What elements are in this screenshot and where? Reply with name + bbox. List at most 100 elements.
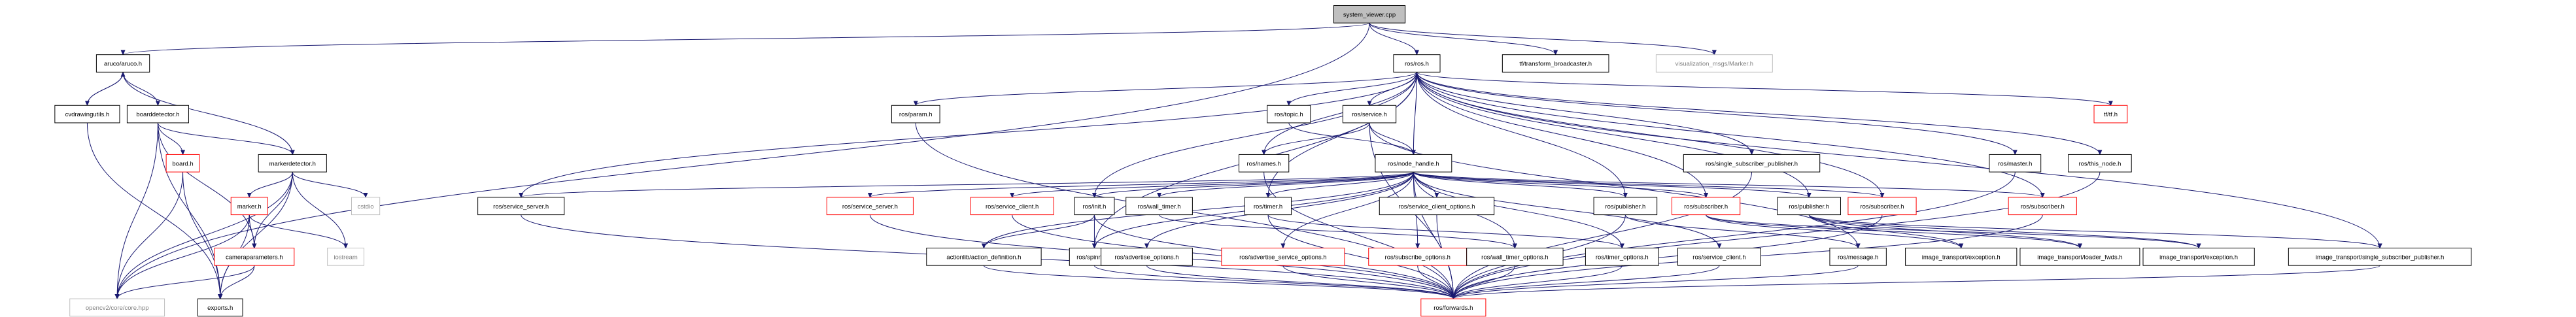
node-ros-service-client-options[interactable]: ros/service_client_options.h [1379,197,1495,216]
node-box [1125,197,1193,216]
edge-ros_service-to-ros_names [1262,122,1370,156]
node-label: image_transport/loader_fwds.h [2037,254,2122,261]
node-box [891,105,940,124]
node-ros-this-node[interactable]: ros/this_node.h [2068,154,2132,173]
node-board[interactable]: board.h [165,154,200,173]
node-label: marker.h [237,203,262,210]
node-box [2019,248,2140,266]
node-it-single-sub-pub[interactable]: image_transport/single_subscriber_publis… [2288,248,2472,266]
node-it-loader-fwds[interactable]: image_transport/loader_fwds.h [2019,248,2140,266]
node-box [1683,154,1821,173]
node-ros-names[interactable]: ros/names.h [1239,154,1290,173]
node-ros-param[interactable]: ros/param.h [891,105,940,124]
node-opencv-core[interactable]: opencv2/core/core.hpp [69,298,165,317]
edge-ros_node_handle-to-ros_publisher_b [1413,171,1812,198]
node-box [126,105,189,124]
node-ros-node-handle[interactable]: ros/node_handle.h [1375,154,1452,173]
node-actionlib-def[interactable]: actionlib/action_definition.h [926,248,1042,266]
node-label: ros/publisher.h [1789,203,1829,210]
edge-system_viewer-to-aruco [121,22,1370,56]
edge-system_viewer-to-ros_ros [1369,23,1419,56]
edge-ros_ros-to-ros_param [913,71,1417,107]
node-ros-subscriber-r[interactable]: ros/subscriber.h [1672,197,1741,216]
node-ros-service-server-r[interactable]: ros/service_server.h [826,197,914,216]
node-box [1502,54,1609,73]
edge-marker-to-cameraparameters [249,214,257,249]
node-ros-service-client[interactable]: ros/service_client.h [1677,248,1761,266]
node-ros-wall-timer-options[interactable]: ros/wall_timer_options.h [1466,248,1564,266]
edge-ros_ros-to-tf_tf [1416,71,2113,107]
node-ros-advertise-options[interactable]: ros/advertise_options.h [1101,248,1193,266]
edge-ros_ros-to-ros_topic [1286,72,1417,107]
edge-ros_ros-to-ros_publisher_b [1416,72,1812,198]
node-label: cstdio [358,203,374,210]
node-cstdio[interactable]: cstdio [351,197,381,216]
node-ros-publisher-b[interactable]: ros/publisher.h [1777,197,1841,216]
node-ros-message[interactable]: ros/message.h [1829,248,1887,266]
node-ros-ros[interactable]: ros/ros.h [1393,54,1441,73]
node-boarddetector[interactable]: boarddetector.h [126,105,189,124]
node-iostream[interactable]: iostream [327,248,365,266]
node-cvdrawingutils[interactable]: cvdrawingutils.h [54,105,120,124]
node-label: opencv2/core/core.hpp [86,305,149,312]
node-box [970,197,1054,216]
node-ros-subscribe-options[interactable]: ros/subscribe_options.h [1368,248,1468,266]
node-box [1368,248,1468,266]
node-exports[interactable]: exports.h [197,298,243,317]
node-label: image_transport/single_subscriber_publis… [2316,254,2444,261]
edge-cameraparameters-to-opencv_core [114,265,255,300]
edge-ros_timer-to-ros_timer_options [1267,214,1624,249]
node-aruco[interactable]: aruco/aruco.h [95,54,150,73]
node-cameraparameters[interactable]: cameraparameters.h [214,248,295,266]
edge-system_viewer-to-tf_broadcaster [1369,22,1558,56]
node-ros-init[interactable]: ros/init.h [1074,197,1115,216]
node-ros-publisher-a[interactable]: ros/publisher.h [1593,197,1658,216]
edge-ros_spinner-to-ros_forwards [1093,265,1456,300]
node-ros-master[interactable]: ros/master.h [1989,154,2042,173]
node-ros-service[interactable]: ros/service.h [1342,105,1397,124]
node-tf-tf[interactable]: tf/tf.h [2093,105,2128,124]
node-marker[interactable]: marker.h [230,197,268,216]
node-ros-topic[interactable]: ros/topic.h [1267,105,1311,124]
node-label: exports.h [207,305,233,312]
node-ros-subscriber-r3[interactable]: ros/subscriber.h [2008,197,2077,216]
node-tf-broadcaster[interactable]: tf/transform_broadcaster.h [1502,54,1609,73]
node-ros-single-sub-pub[interactable]: ros/single_subscriber_publisher.h [1683,154,1821,173]
edge-markerdetector-to-marker [247,172,293,198]
node-box [826,197,914,216]
node-box [1333,5,1406,24]
edge-ros_service_client-to-ros_forwards [1451,265,1720,300]
node-viz-marker[interactable]: visualization_msgs/Marker.h [1655,54,1773,73]
node-ros-subscriber-r2[interactable]: ros/subscriber.h [1847,197,1917,216]
node-label: visualization_msgs/Marker.h [1675,61,1753,68]
node-ros-service-client-r[interactable]: ros/service_client.h [970,197,1054,216]
edge-actionlib_def-to-ros_forwards [983,265,1456,300]
node-ros-wall-timer[interactable]: ros/wall_timer.h [1125,197,1193,216]
edge-ros_ros-to-ros_this_node [1416,72,2103,156]
node-it-exception-b[interactable]: image_transport/exception.h [2142,248,2255,266]
node-ros-advertise-service-options[interactable]: ros/advertise_service_options.h [1221,248,1345,266]
node-system-viewer[interactable]: system_viewer.cpp [1333,5,1406,24]
node-label: markerdetector.h [269,160,316,167]
node-label: ros/subscriber.h [2021,203,2065,210]
edge-ros_ros-to-it_single_sub_pub [1416,72,2382,249]
edge-boarddetector-to-markerdetector [157,122,295,156]
node-label: cameraparameters.h [226,254,283,261]
edge-ros_ros-to-ros_subscriber_r3 [1416,72,2045,198]
edge-ros_node_handle-to-actionlib_def [982,172,1414,249]
edge-system_viewer-to-viz_marker [1369,22,1717,56]
edge-ros_wall_timer_options-to-ros_forwards [1451,265,1515,300]
edge-ros_wall_timer-to-ros_wall_timer_options [1159,214,1517,249]
node-ros-service-server[interactable]: ros/service_server.h [477,197,565,216]
node-label: ros/param.h [899,111,933,118]
edge-ros_subscriber_r-to-it_exception_b [1706,214,2201,249]
node-markerdetector[interactable]: markerdetector.h [258,154,327,173]
node-ros-forwards[interactable]: ros/forwards.h [1420,298,1486,317]
node-ros-timer[interactable]: ros/timer.h [1244,197,1292,216]
node-box [1342,105,1397,124]
node-box [1593,197,1658,216]
node-ros-timer-options[interactable]: ros/timer_options.h [1585,248,1659,266]
node-box [197,298,243,317]
node-label: ros/topic.h [1275,111,1303,118]
node-it-exception-a[interactable]: image_transport/exception.h [1905,248,2018,266]
